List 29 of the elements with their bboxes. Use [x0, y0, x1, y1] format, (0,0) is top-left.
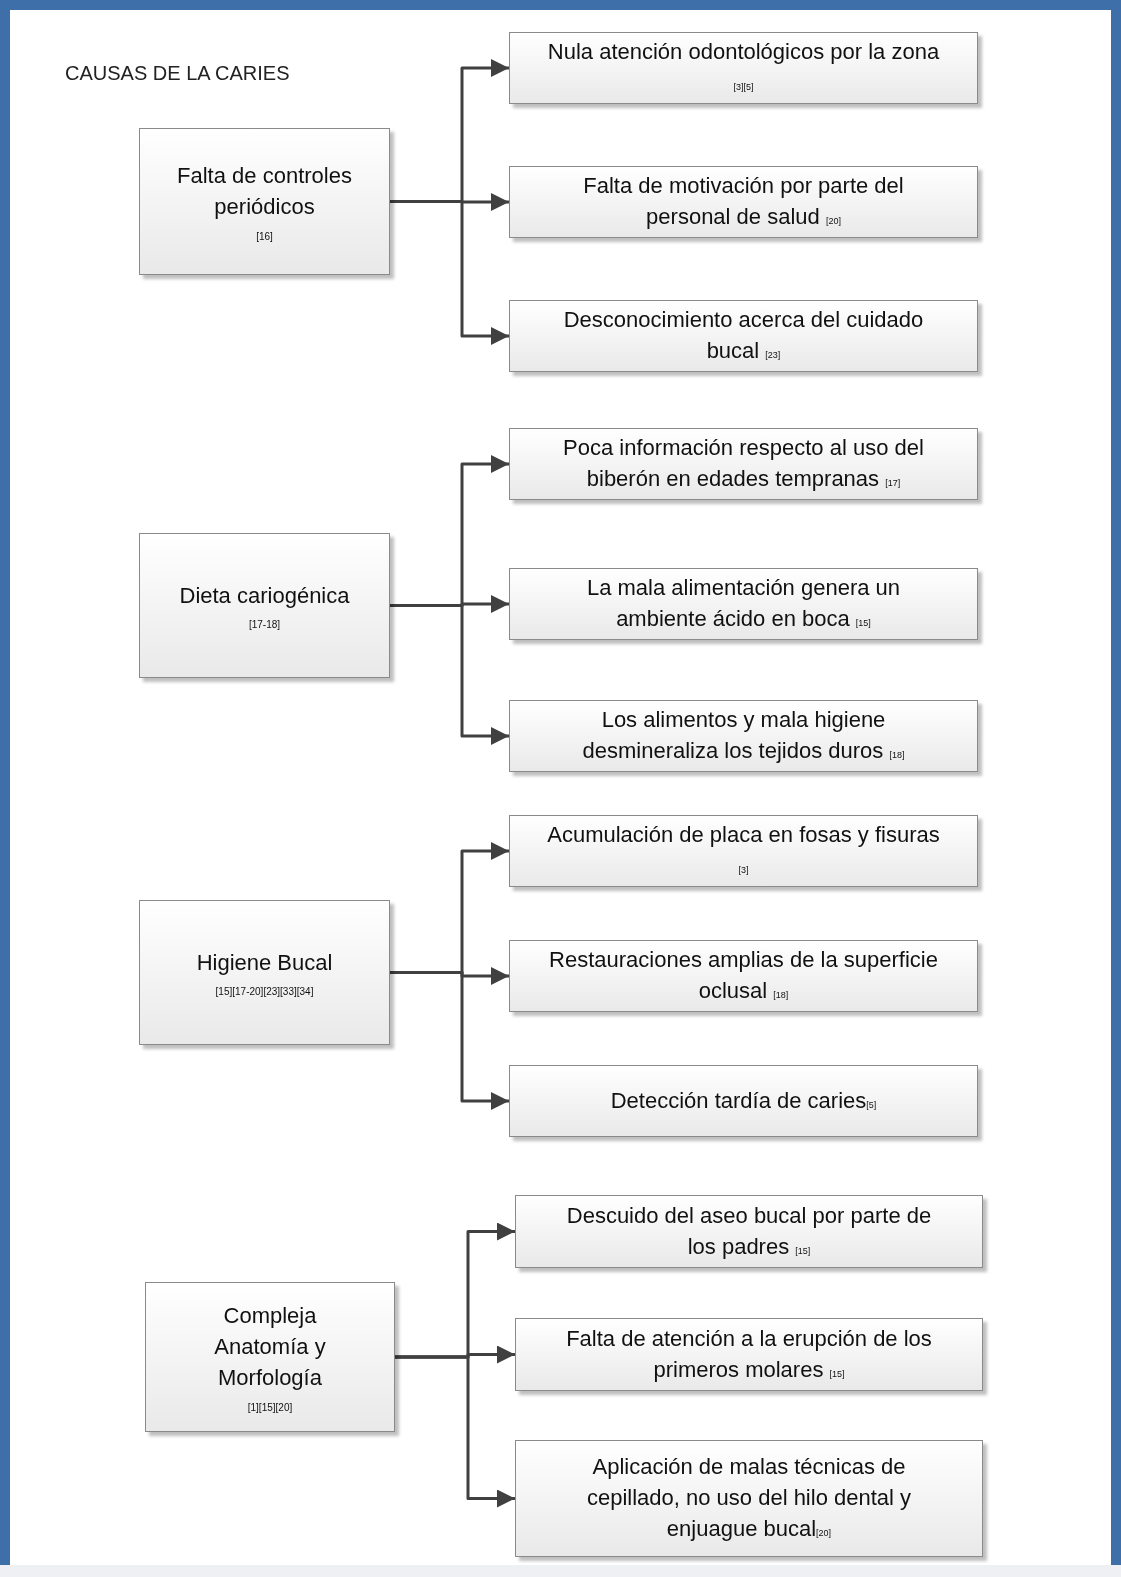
cause-box: [509, 32, 978, 104]
cause-box: [509, 1065, 978, 1137]
citation-text: [1][15][20]: [247, 1401, 293, 1413]
cause-box: [509, 568, 978, 640]
connector-arrow: [390, 971, 509, 1110]
connector-arrow: [390, 604, 509, 745]
cause-box: [509, 428, 978, 500]
cause-box: [139, 128, 390, 275]
cause-box: [145, 1282, 395, 1432]
cause-box: [509, 700, 978, 772]
cause-box: [139, 900, 390, 1045]
cause-text: Falta de controles periódicos: [176, 162, 353, 221]
diagram-title: CAUSAS DE LA CARIES: [65, 62, 290, 85]
cause-box: [509, 940, 978, 1012]
cause-box: [139, 533, 390, 678]
cause-box: [515, 1195, 983, 1268]
cause-text: Higiene Bucal: [196, 948, 333, 977]
cause-box: [515, 1440, 983, 1557]
cause-text: Compleja Anatomía y Morfología: [213, 1302, 327, 1392]
cause-box: [509, 166, 978, 238]
citation-text: [17-18]: [248, 619, 281, 631]
cause-box: [509, 300, 978, 372]
citation-text: [16]: [256, 230, 273, 242]
citation-text: [15][17-20][23][33][34]: [215, 986, 314, 998]
connector-arrow: [395, 1355, 515, 1508]
connector-arrow: [390, 200, 509, 345]
cause-text: Dieta cariogénica: [179, 581, 350, 610]
cause-box: [509, 815, 978, 887]
cause-box: [515, 1318, 983, 1391]
